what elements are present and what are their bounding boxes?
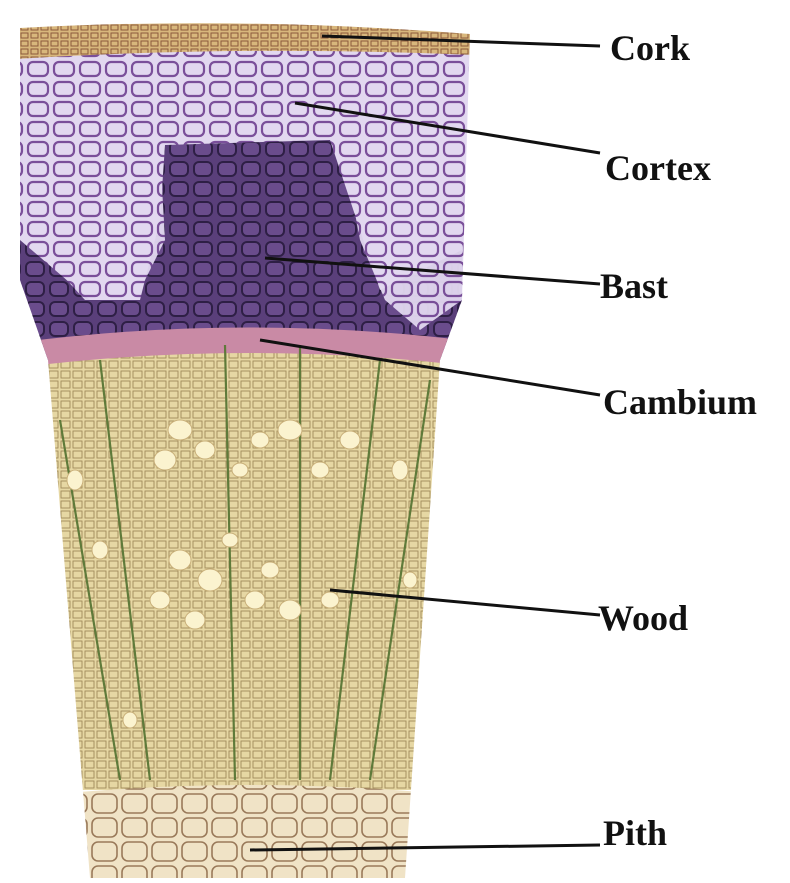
cortex-label: Cortex: [605, 148, 711, 188]
cambium-label: Cambium: [603, 382, 757, 422]
pith-layer: [0, 785, 500, 883]
cork-label: Cork: [610, 28, 690, 68]
pith-label: Pith: [603, 813, 667, 853]
wood-label: Wood: [598, 598, 688, 638]
bast-label: Bast: [600, 266, 668, 306]
